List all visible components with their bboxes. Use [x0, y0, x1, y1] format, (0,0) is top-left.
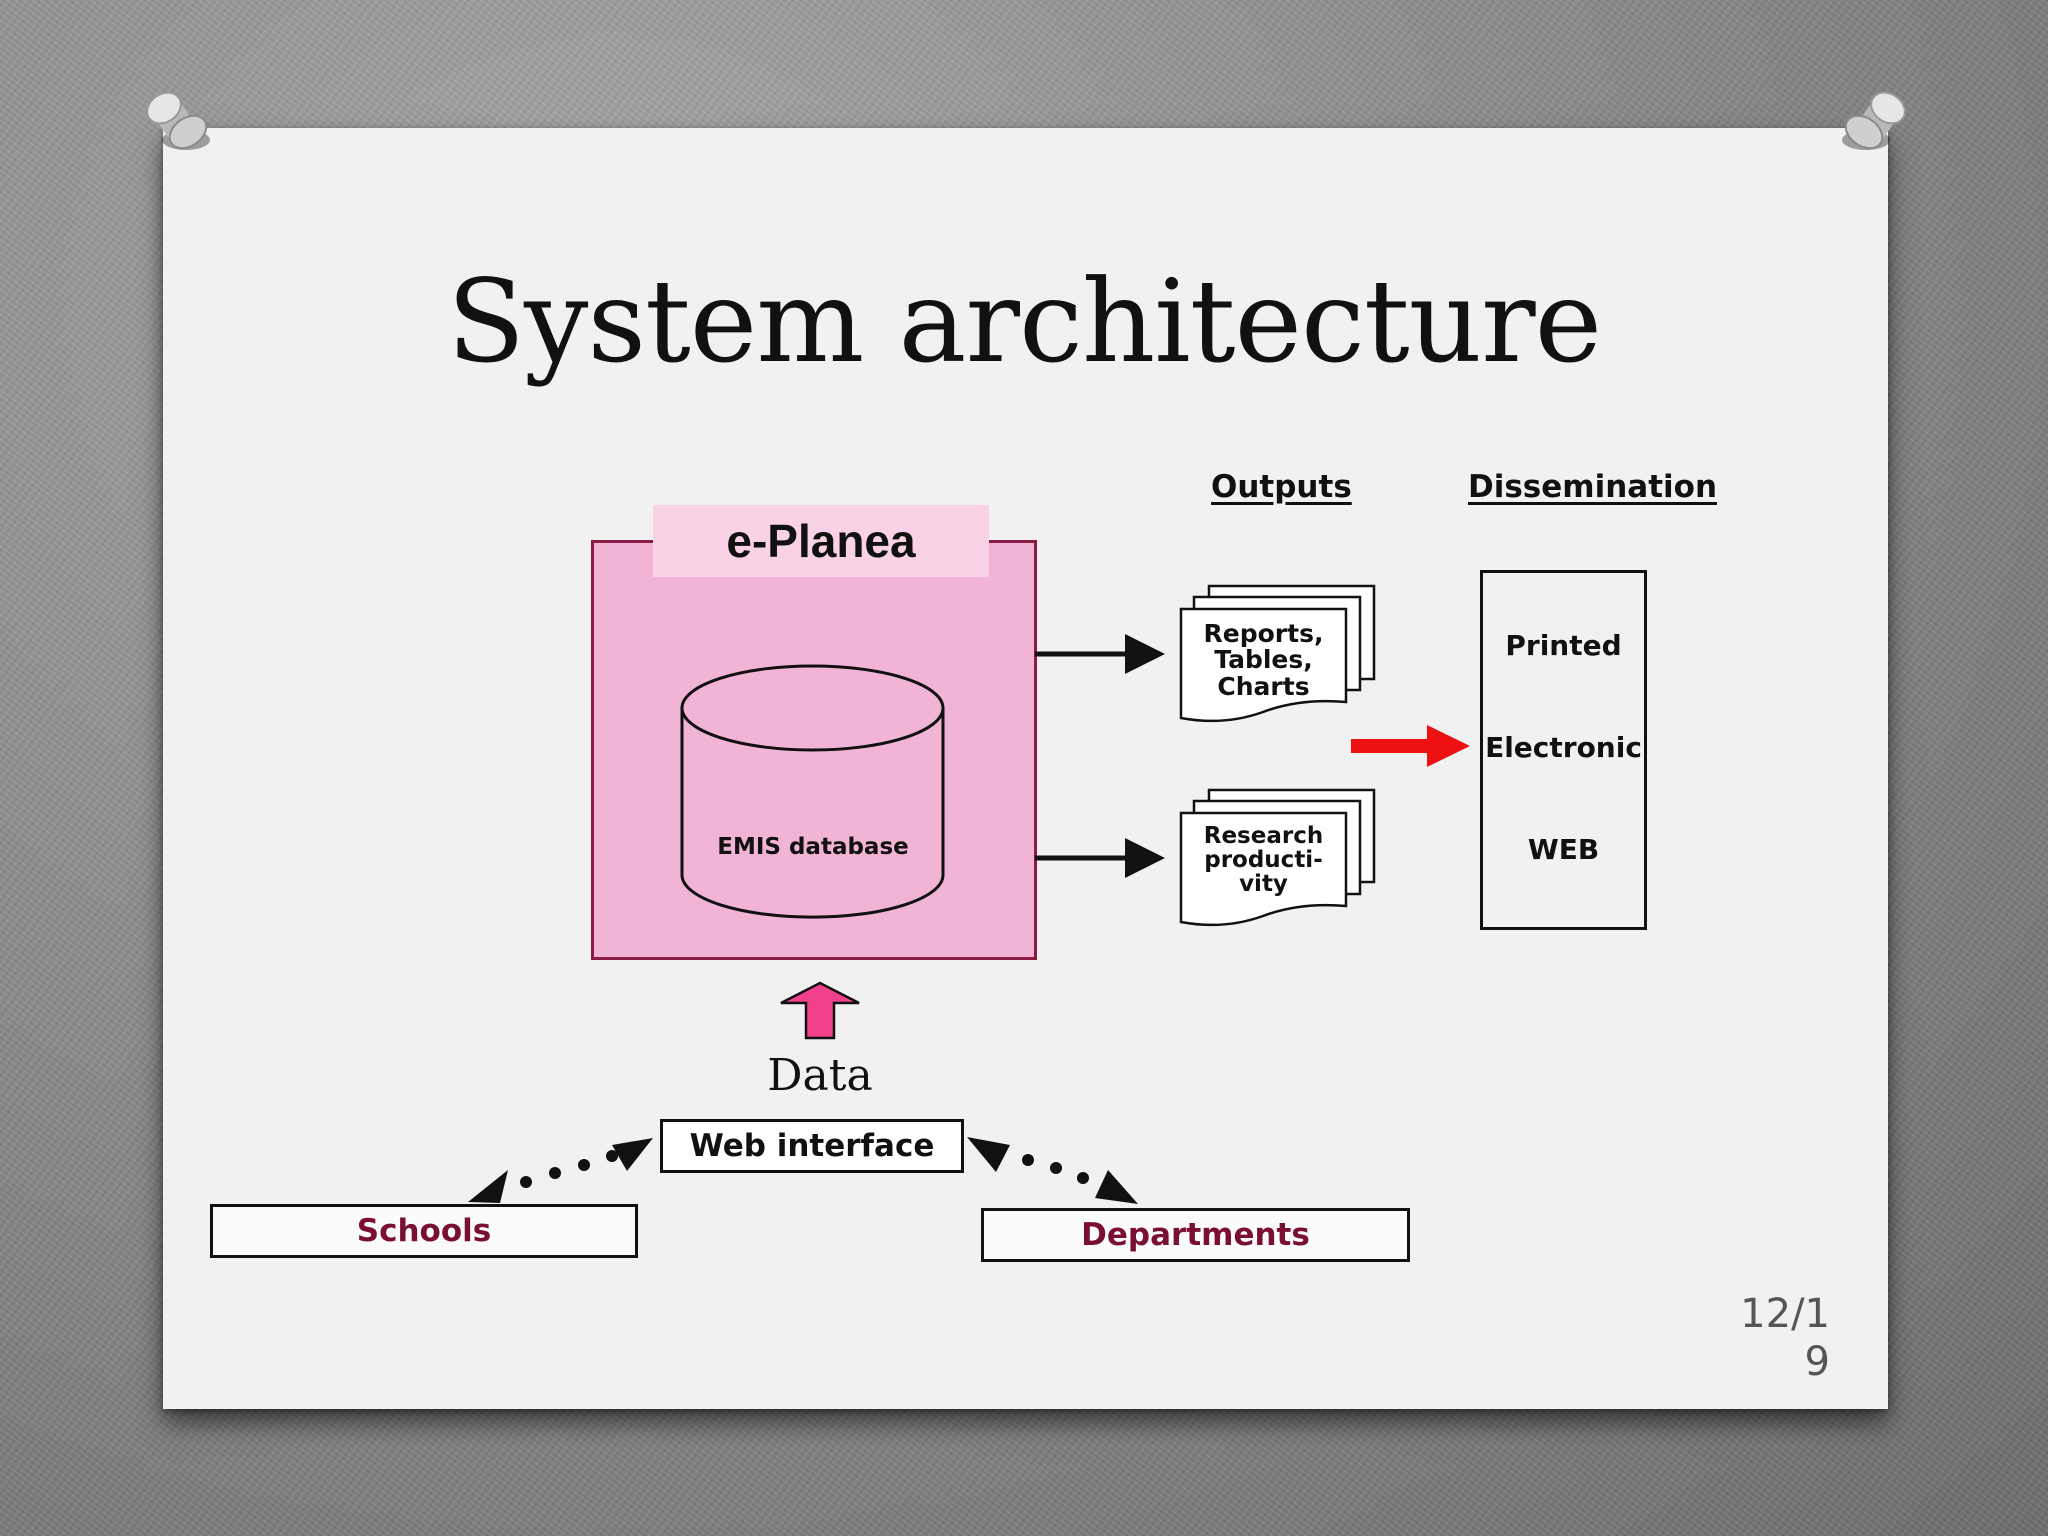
research-line: Research — [1203, 823, 1324, 849]
web-interface-box: Web interface — [660, 1119, 964, 1173]
slide-title: System architecture — [446, 255, 1602, 388]
data-up-arrow-icon — [780, 981, 860, 1040]
dissemination-arrow-icon — [1351, 725, 1470, 767]
eplanea-title: e-Planea — [653, 505, 989, 577]
data-label: Data — [767, 1050, 873, 1101]
schools-box: Schools — [210, 1204, 638, 1258]
departments-box: Departments — [981, 1208, 1410, 1262]
dissemination-printed: Printed — [1505, 629, 1622, 662]
dissemination-web: WEB — [1527, 833, 1600, 866]
emis-database-icon — [680, 664, 945, 919]
database-label: EMIS database — [717, 834, 909, 860]
reports-doc-text: Reports, Tables, Charts — [1181, 619, 1346, 701]
productivity-line-1: producti- — [1204, 847, 1323, 874]
productivity-line-2: vity — [1239, 871, 1288, 898]
page-number-line-2: 9 — [1804, 1339, 1830, 1385]
charts-line: Charts — [1217, 671, 1310, 701]
page-number: 12/1 9 — [1720, 1290, 1830, 1386]
dissemination-electronic: Electronic — [1485, 731, 1642, 764]
reports-line: Reports, — [1203, 619, 1324, 648]
right-pin-icon — [1842, 91, 1906, 150]
reports-document-stack-icon — [1179, 584, 1376, 723]
tables-line: Tables, — [1214, 645, 1313, 675]
schools-web-connector — [468, 1138, 653, 1203]
dissemination-heading: Dissemination — [1468, 469, 1718, 505]
dissemination-box: Printed Electronic WEB — [1480, 570, 1647, 930]
left-pin-icon — [146, 91, 210, 150]
research-doc-text: Research producti- vity — [1181, 823, 1346, 898]
outputs-heading: Outputs — [1211, 469, 1352, 505]
research-document-stack-icon — [1179, 788, 1376, 927]
page-number-line-1: 12/1 — [1740, 1291, 1830, 1337]
web-departments-connector — [967, 1137, 1138, 1204]
